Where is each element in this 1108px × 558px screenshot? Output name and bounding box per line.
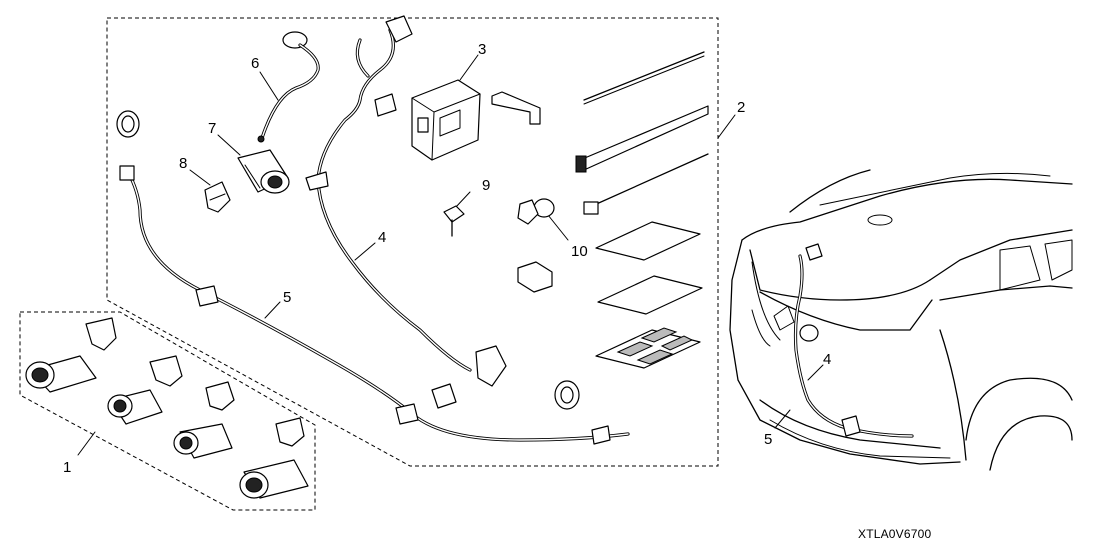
- sensor-bracket-1: [85, 317, 117, 351]
- callout-3: 3: [478, 41, 487, 58]
- sensor-1: [25, 355, 97, 393]
- grommet-ring-right: [554, 380, 580, 410]
- sensor-bracket-3: [205, 381, 235, 411]
- callout-10: 10: [571, 243, 588, 260]
- leader-lines: [77, 54, 824, 456]
- callout-9: 9: [482, 177, 491, 194]
- callout-7: 7: [208, 120, 217, 137]
- part-1-parking-sensors: [25, 317, 309, 499]
- tape-pad-3: [595, 327, 701, 369]
- sensor-2: [107, 389, 163, 425]
- tape-pad-1: [595, 221, 701, 261]
- part-5-harness: [119, 165, 630, 445]
- connector-clip: [517, 261, 553, 293]
- kit-boundary-sensors: [19, 311, 316, 511]
- mounting-bracket: [491, 91, 541, 125]
- part-9-bolt: [443, 205, 465, 237]
- part-3-control-unit: [411, 79, 481, 161]
- sensor-4: [239, 459, 309, 499]
- callout-1: 1: [63, 459, 72, 476]
- callout-2: 2: [737, 99, 746, 116]
- sensor-3: [173, 423, 233, 459]
- tape-pad-2: [597, 275, 703, 315]
- vehicle-rear-illustration: [729, 169, 1073, 471]
- callout-6: 6: [251, 55, 260, 72]
- callout-5-vehicle: 5: [764, 431, 773, 448]
- callout-4-vehicle: 4: [823, 351, 832, 368]
- callout-4-kit: 4: [378, 229, 387, 246]
- callout-5-kit: 5: [283, 289, 292, 306]
- grommet-ring-left: [116, 110, 140, 138]
- part-6-sub-harness: [257, 31, 320, 143]
- part-7-sensor: [237, 149, 290, 194]
- drawing-code: XTLA0V6700: [858, 527, 932, 541]
- part-8-bracket: [204, 181, 231, 213]
- sensor-bracket-4: [275, 417, 305, 447]
- cable-tie-1: [583, 51, 705, 105]
- cable-tie-2: [575, 105, 709, 173]
- cable-tie-3: [583, 153, 709, 215]
- callout-8: 8: [179, 155, 188, 172]
- part-4-harness: [305, 15, 507, 387]
- sensor-bracket-2: [149, 355, 183, 387]
- kit-boundary-main: [106, 17, 719, 467]
- part-10-clip: [517, 198, 555, 225]
